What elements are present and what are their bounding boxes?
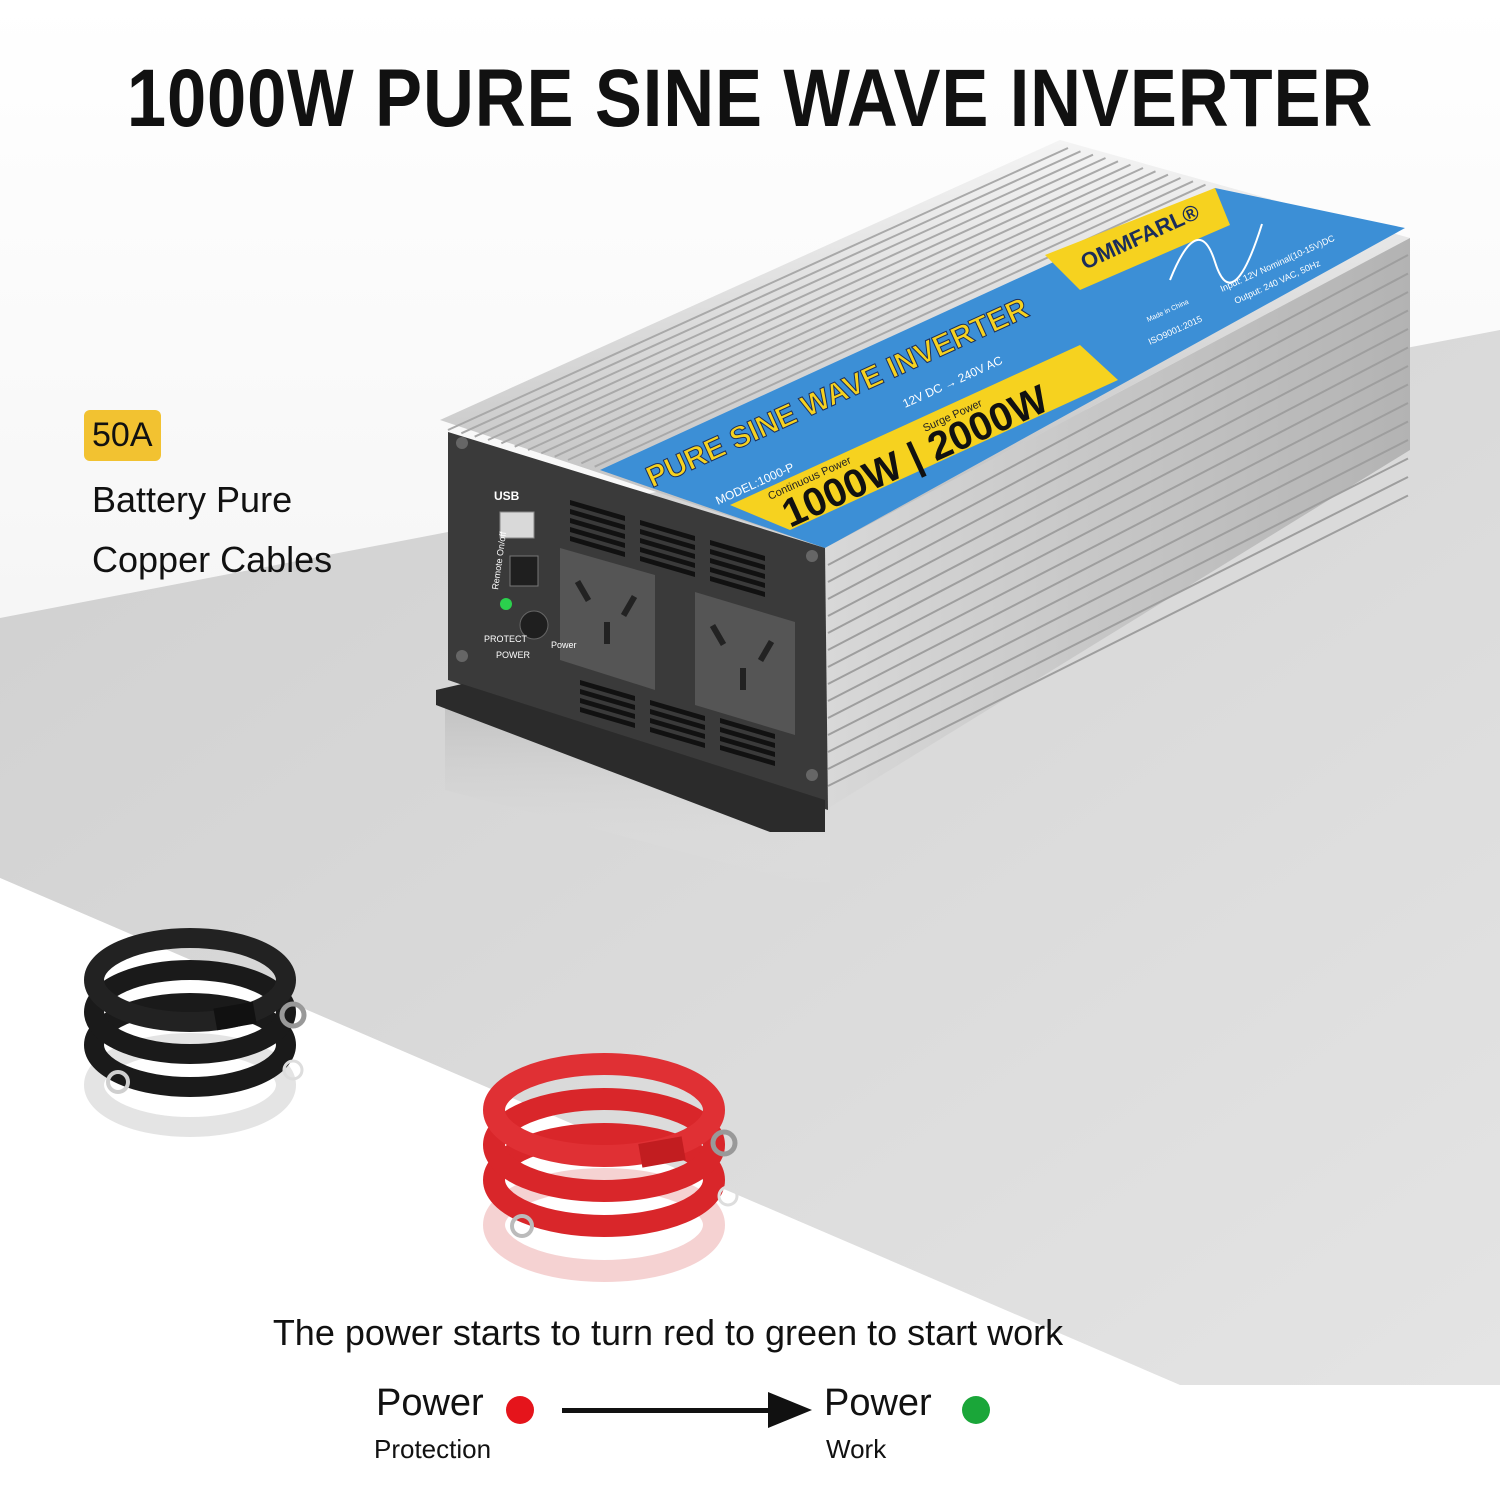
green-status-dot (962, 1396, 990, 1424)
usb-label: USB (494, 489, 520, 503)
side-fin-line (827, 494, 1409, 787)
fin-line (487, 157, 1106, 441)
arrow-line (562, 1408, 772, 1413)
protect-label: PROTECT (484, 634, 528, 644)
side-fin-line (827, 402, 1409, 702)
vent-slot (710, 576, 765, 597)
side-fin-line (827, 346, 1409, 651)
fin-line (554, 173, 1169, 458)
from-status-label: Power (376, 1382, 484, 1424)
status-led (500, 598, 512, 610)
vent-slot (720, 718, 775, 739)
vent-slot (710, 549, 765, 570)
status-flow: Power Protection Power Work (0, 1378, 1500, 1478)
vent-slot (720, 727, 775, 748)
vent-slot (710, 540, 765, 561)
cable-line-1: Battery Pure (92, 479, 293, 520)
side-fin-line (827, 272, 1409, 583)
fin-line (540, 170, 1156, 455)
vent-slot (570, 527, 625, 548)
sine-wave-icon (1169, 223, 1263, 284)
top-label-blue (600, 188, 1405, 548)
fin-line (500, 160, 1119, 445)
to-status-sub: Work (826, 1434, 887, 1464)
vent-slot (720, 736, 775, 757)
desk-front (0, 878, 1500, 1500)
power-button[interactable] (519, 610, 549, 640)
vent-slot (640, 547, 695, 568)
vent-slot (710, 558, 765, 579)
top-label-yellow-corner (1045, 188, 1230, 290)
fin-line (474, 153, 1094, 438)
vent-slots (570, 500, 775, 766)
side-fin-line (827, 420, 1409, 719)
fin-line (567, 177, 1181, 461)
remote-port[interactable] (509, 555, 539, 587)
ac-outlet-2 (695, 592, 795, 735)
side-fin-line (827, 383, 1409, 685)
fin-line (514, 163, 1131, 448)
vent-slot (640, 538, 695, 559)
vent-slot (570, 518, 625, 539)
vent-slot (570, 500, 625, 521)
vent-slot (640, 529, 695, 550)
page-title: 1000W PURE SINE WAVE INVERTER (126, 53, 1374, 144)
vent-slot (650, 700, 705, 721)
fin-line (594, 183, 1206, 468)
red-cable-coil (483, 1053, 739, 1282)
ac-outlet-1 (560, 548, 655, 690)
vent-slot (650, 718, 705, 739)
front-panel-details: USB Remote On/off PROTECT POWER Power (456, 437, 818, 781)
inverter-side (825, 238, 1410, 810)
vent-slot (570, 509, 625, 530)
fin-line (527, 167, 1144, 451)
from-status-sub: Protection (374, 1434, 492, 1464)
vent-slot (650, 727, 705, 748)
red-status-dot (506, 1396, 534, 1424)
arrow-right-icon (768, 1392, 812, 1428)
vent-slot (570, 536, 625, 557)
vent-slot (580, 689, 635, 710)
side-fin-line (827, 365, 1409, 668)
fin-line (460, 150, 1081, 435)
inverter-reflection (445, 700, 830, 890)
cable-description: Battery Pure Copper Cables (92, 470, 332, 590)
power-led-label: POWER (496, 650, 531, 660)
fin-line (580, 180, 1194, 465)
heatsink-fins (447, 147, 1206, 468)
cable-amp-badge: 50A (84, 410, 161, 461)
usb-port[interactable] (499, 511, 535, 539)
side-fins (827, 254, 1409, 787)
instruction-caption: The power starts to turn red to green to… (272, 1312, 1064, 1353)
vent-slot (580, 680, 635, 701)
side-fin-line (827, 254, 1409, 566)
side-fin-line (827, 291, 1409, 600)
vent-slot (580, 698, 635, 719)
side-fin-line (827, 328, 1409, 634)
side-fin-line (827, 439, 1409, 736)
mounting-foot (436, 684, 825, 832)
to-status-label: Power (824, 1382, 932, 1424)
side-fin-line (827, 457, 1409, 753)
fin-line (447, 147, 1069, 431)
cable-line-2: Copper Cables (92, 539, 333, 580)
top-label-yellow-strip (730, 345, 1118, 530)
vent-slot (650, 709, 705, 730)
black-cable-coil (84, 928, 307, 1137)
power-button-label: Power (551, 640, 577, 650)
side-fin-line (827, 476, 1409, 770)
vent-slot (720, 745, 775, 766)
vent-slot (640, 520, 695, 541)
vent-slot (710, 567, 765, 588)
side-fin-line (827, 309, 1409, 617)
vent-slot (640, 556, 695, 577)
vent-slot (580, 707, 635, 728)
